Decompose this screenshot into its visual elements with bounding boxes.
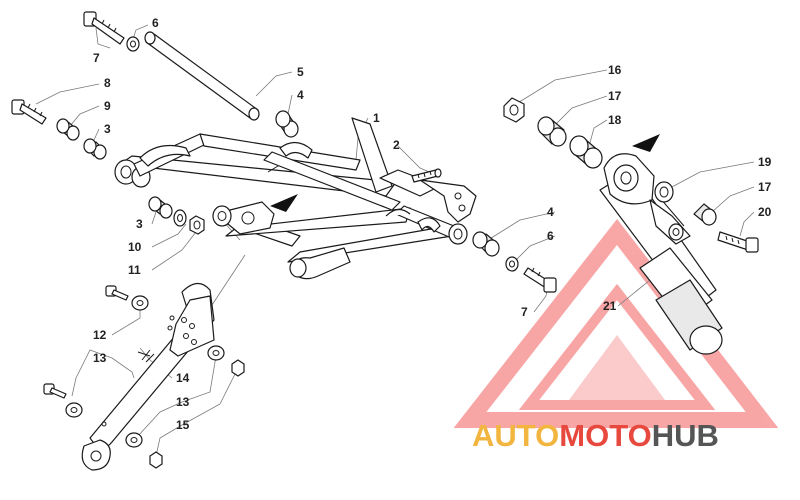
nut-left xyxy=(189,215,205,235)
watermark-hub: HUB xyxy=(652,418,719,453)
strap-nut-lower xyxy=(149,451,163,469)
washer-left xyxy=(173,209,187,227)
callout-18: 18 xyxy=(608,113,622,127)
shock-absorber xyxy=(599,153,723,355)
callout-7-top: 7 xyxy=(93,51,100,65)
set-screw xyxy=(411,168,442,183)
bushing-center xyxy=(275,110,299,138)
callout-17-bottom: 17 xyxy=(758,180,772,194)
spacer-left xyxy=(56,118,80,141)
washer-top xyxy=(126,36,140,52)
callout-20: 20 xyxy=(758,205,772,219)
bushing-shock-17b xyxy=(693,203,717,226)
strap-washer-top xyxy=(131,295,149,311)
leader-lines xyxy=(35,24,755,457)
callout-12: 12 xyxy=(93,328,107,342)
swing-arm-frame xyxy=(114,117,477,280)
bushing-left-upper xyxy=(83,138,107,160)
svg-text:AUTOMOTOHUB: AUTOMOTOHUB xyxy=(472,418,719,453)
callout-5: 5 xyxy=(297,65,304,79)
callout-13-left: 13 xyxy=(93,351,107,365)
callout-3-upper: 3 xyxy=(104,122,111,136)
callout-6-right: 6 xyxy=(547,229,554,243)
shock-lower-bolt xyxy=(668,223,684,241)
bolt-left xyxy=(11,99,47,125)
callout-10: 10 xyxy=(128,240,142,254)
bolt-right xyxy=(523,267,557,293)
bushing-right xyxy=(472,231,500,257)
callout-8: 8 xyxy=(104,76,111,90)
bolt-shock-top xyxy=(503,97,525,123)
strap-washer-lower xyxy=(125,432,143,448)
callout-4-center: 4 xyxy=(297,88,304,102)
callout-21: 21 xyxy=(603,299,617,313)
bolt-top-left xyxy=(83,11,125,45)
callout-17-top: 17 xyxy=(608,89,622,103)
callout-2: 2 xyxy=(393,138,400,152)
limiter-strap xyxy=(81,282,215,471)
strap-bolt-top xyxy=(105,285,129,301)
callout-14: 14 xyxy=(176,371,190,385)
watermark-auto: AUTO xyxy=(472,418,559,453)
callout-3-lower: 3 xyxy=(136,217,143,231)
callout-15: 15 xyxy=(176,418,190,432)
washer-right xyxy=(505,256,519,272)
direction-marker-left xyxy=(270,194,298,212)
strap-nut-right xyxy=(231,359,245,377)
bushing-left-lower xyxy=(148,196,173,219)
watermark-moto: MOTO xyxy=(559,418,651,453)
bushing-shock-18 xyxy=(569,135,603,169)
ball-joint-19 xyxy=(654,181,674,203)
strap-bolt-bottom xyxy=(43,383,67,399)
callout-4-right: 4 xyxy=(547,205,554,219)
watermark-text: AUTOMOTOHUB xyxy=(472,418,719,453)
cross-shaft xyxy=(144,31,260,121)
direction-marker-right xyxy=(632,134,660,152)
bolt-shock-20 xyxy=(717,231,759,253)
callout-13-right: 13 xyxy=(176,395,190,409)
bushing-shock-17a xyxy=(537,116,567,147)
callout-7-right: 7 xyxy=(521,305,528,319)
callout-6-top: 6 xyxy=(152,16,159,30)
callout-1: 1 xyxy=(373,111,380,125)
callout-19: 19 xyxy=(758,155,772,169)
callout-16: 16 xyxy=(608,63,622,77)
callout-11: 11 xyxy=(128,263,141,277)
callout-9: 9 xyxy=(104,99,111,113)
callout-labels: 6 7 5 4 8 9 3 1 2 3 10 11 4 6 7 16 17 18… xyxy=(93,16,772,432)
strap-washer-bottom-left xyxy=(65,402,83,418)
strap-washer-right xyxy=(207,345,225,361)
